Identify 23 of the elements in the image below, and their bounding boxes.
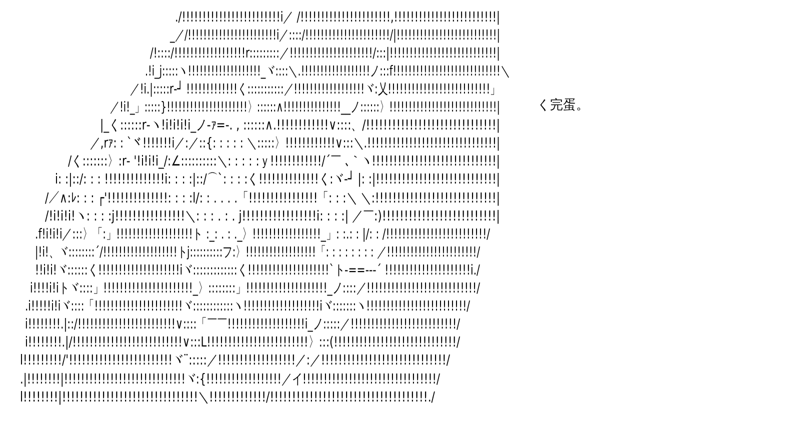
ascii-art-line: |!i!、ヾ::::::::´/!!!!!!!!!!!!!!!!!!!トj::::::::::フ:〉!!!!!!!!!!!!!!!!!!「: : : : : : : : ／!!!!!!!!!!!!!!!!!!!!!!!/ [35, 244, 480, 261]
ascii-art-line: i: :|::/: : : !!!!!!!!!!!!!!i: : : :|::/⌒`: : : :く!!!!!!!!!!!!!!く:ヾ‐┘ |: :|!!!!!!!!!!!!!!!!!!!!!!!!!!!!| [55, 171, 500, 189]
ascii-art-line: ／,rｧ: : `ヾ!!!!!!!i／:／::{: : : : : ＼:::::〉!!!!!!!!!!!!∨:::＼.!!!!!!!!!!!!!!!!!!!!!!!!!!!!!!!| [90, 135, 500, 152]
ascii-art-line: .!i_j:::::ヽ!!!!!!!!!!!!!!!!!!!_ヾ::::＼.!!!!!!!!!!!!!!!!!!ノ:::f!!!!!!!!!!!!!!!!!!!!!!!!!!!!＼ [145, 62, 510, 80]
ascii-art-line: /!i!i!i!ヽ: : : :j!!!!!!!!!!!!!!!!＼: : : . : . j!!!!!!!!!!!!!!!!!i: : : :| ／￣:)!!!!!!!!!!!!!!!!!!!!!!!!!!| [45, 207, 500, 225]
ascii-art-line: l!!!!!!!!|!!!!!!!!!!!!!!!!!!!!!!!!!!!!!!!＼!!!!!!!!!!!!!/!!!!!!!!!!!!!!!!!!!!!!!!!!!!!!!!!!!!./ [20, 388, 435, 406]
ascii-art-line: l!!!!!!!!!/'!!!!!!!!!!!!!!!!!!!!!!!!ヾ¨:::::／!!!!!!!!!!!!!!!!!!／:／!!!!!!!!!!!!!!!!!!!!!!!!!!!!!/ [20, 352, 450, 370]
ascii-art-line: .f!i!i!i／:::〉「:」!!!!!!!!!!!!!!!!!!!ト :_: . : ._〉!!!!!!!!!!!!!!!!!_」: :.: : |/: : /!!!!!!!!!!!!!!!!!!!!!!!!!/ [35, 226, 490, 243]
ascii-art-line: .|!!!!!!!!|!!!!!!!!!!!!!!!!!!!!!!!!!!!!!ヾ:{!!!!!!!!!!!!!!!!!!／イ!!!!!!!!!!!!!!!!!!!!!!!!!!!!!!!!/ [20, 370, 440, 388]
ascii-art-line: i!!!!i!iトヾ::::」!!!!!!!!!!!!!!!!!!!!!!_〉::::::::」!!!!!!!!!!!!!!!!!!!!_ノ::::／!!!!!!!!!!!!!!!!!!!!!!!!!!!/ [30, 280, 480, 298]
ascii-art-line: |_く::::::r‐ヽ!i!i!i!i_ノ‐ｧ=‐. , ::::::∧.!!!!!!!!!!!!∨::::、/!!!!!!!!!!!!!!!!!!!!!!!!!!!!!!| [100, 116, 500, 134]
remark-text: く完蛋。 [537, 98, 589, 113]
ascii-art-line: i!!!!!!!!.|/!!!!!!!!!!!!!!!!!!!!!!!!!!∨:::L!!!!!!!!!!!!!!!!!!!!!!!!〉:::(!!!!!!!!!!!!!!!!!!!!!!!!!!!!!/ [25, 334, 460, 352]
ascii-art-line: _／/!!!!!!!!!!!!!!!!!!!!!!!i／::::/!!!!!!!!!!!!!!!!!!!!!!/|!!!!!!!!!!!!!!!!!!!!!!!!!!| [170, 26, 500, 44]
ascii-art-line: ／!i!_」:::::}!!!!!!!!!!!!!!!!!!!!!〉::::::∧!!!!!!!!!!!!!!!__ノ::::::〉!!!!!!!!!!!!!!!!!!!!!!!!!!!!| [110, 98, 500, 116]
ascii-art-line: ／!i.|:::::r‐┘ !!!!!!!!!!!!!く:::::::::::／!!!!!!!!!!!!!!!!!!ヾ:乂!!!!!!!!!!!!!!!!!!!!!!!!!!」 [130, 80, 500, 98]
ascii-art-line: i!!!!!!!!.|::/!!!!!!!!!!!!!!!!!!!!!!!!∨::::「￣￣!!!!!!!!!!!!!!!!!!!i_ノ:::::／!!!!!!!!!!!!!!!!!!!!!!!!!!/ [25, 316, 460, 334]
ascii-art-line: !!i!i!ヾ::::::く!!!!!!!!!!!!!!!!!!!!iヾ:::::::::::::く!!!!!!!!!!!!!!!!!!!!`ト‐==‐-‐´ !!!!!!!!!!!!!!!!!!!!!i./ [35, 262, 480, 280]
ascii-art-line: /／∧:ﾚ: : : ┌'!!!!!!!!!!!!!!: : : :l/: : . . . .「!!!!!!!!!!!!!!!!「: : :＼ ＼:!!!!!!!!!!!!!!!!!!!!!!!!!!!!| [45, 189, 500, 207]
ascii-art-line: /く:::::::〉:r‐ '!i!i!i_/:∠::::::::::＼: : : : :ｙ!!!!!!!!!!!!/´￣ ､｀ヽ!!!!!!!!!!!!!!!!!!!!!!!!!!!!!| [68, 153, 500, 170]
ascii-art-line: /!::::/!!!!!!!!!!!!!!!!!!r:::::::::／!!!!!!!!!!!!!!!!!!!!!/:::|!!!!!!!!!!!!!!!!!!!!!!!!!!!| [150, 44, 500, 62]
ascii-art-line: ./!!!!!!!!!!!!!!!!!!!!!!!!i／ /!!!!!!!!!!!!!!!!!!!!!!,!!!!!!!!!!!!!!!!!!!!!!!!!| [175, 8, 500, 26]
ascii-art-line: .i!!!!!i!iヾ::::「!!!!!!!!!!!!!!!!!!!!!!ヾ::::::::::::ヽ!!!!!!!!!!!!!!!!!!!iヾ:::::::ヽ!!!!!!!!!!!!!!!!!!!!!!!!!/ [25, 298, 470, 316]
